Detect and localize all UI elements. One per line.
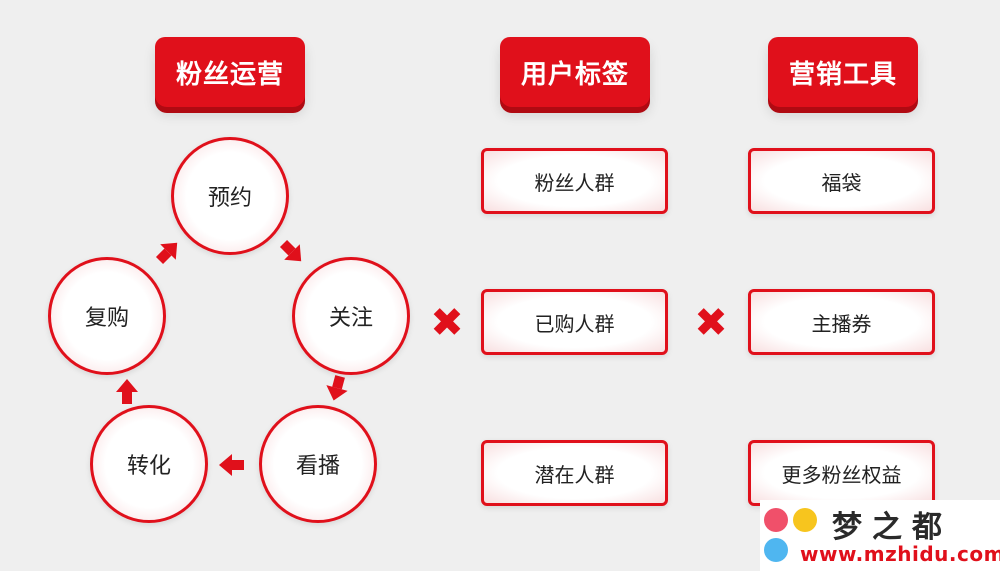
watermark-url: www.mzhidu.com (800, 542, 1000, 566)
logo-dot-red (764, 508, 788, 532)
arrow-watch-to-convert (219, 454, 244, 476)
user-tag-fans: 粉丝人群 (481, 148, 668, 214)
tool-lucky-bag: 福袋 (748, 148, 935, 214)
arrow-reserve-to-follow (279, 239, 302, 262)
header-user-tags: 用户标签 (500, 37, 650, 107)
cycle-node-watch: 看播 (259, 405, 377, 523)
multiply-icon: ✖ (430, 300, 464, 346)
arrow-follow-to-watch (326, 375, 348, 401)
arrow-repurchase-to-reserve (155, 242, 178, 265)
watermark-title: 梦之都 (832, 510, 952, 545)
header-marketing-tools: 营销工具 (768, 37, 918, 107)
logo-dot-yellow (793, 508, 817, 532)
header-fans-operation: 粉丝运营 (155, 37, 305, 107)
tool-streamer-coupon: 主播券 (748, 289, 935, 355)
tool-more-fan-benefits: 更多粉丝权益 (748, 440, 935, 506)
cycle-node-convert: 转化 (90, 405, 208, 523)
arrow-convert-to-repurchase (116, 379, 138, 404)
multiply-icon: ✖ (694, 300, 728, 346)
logo-dot-blue (764, 538, 788, 562)
cycle-node-reserve: 预约 (171, 137, 289, 255)
user-tag-purchased: 已购人群 (481, 289, 668, 355)
cycle-node-follow: 关注 (292, 257, 410, 375)
cycle-node-repurchase: 复购 (48, 257, 166, 375)
user-tag-potential: 潜在人群 (481, 440, 668, 506)
